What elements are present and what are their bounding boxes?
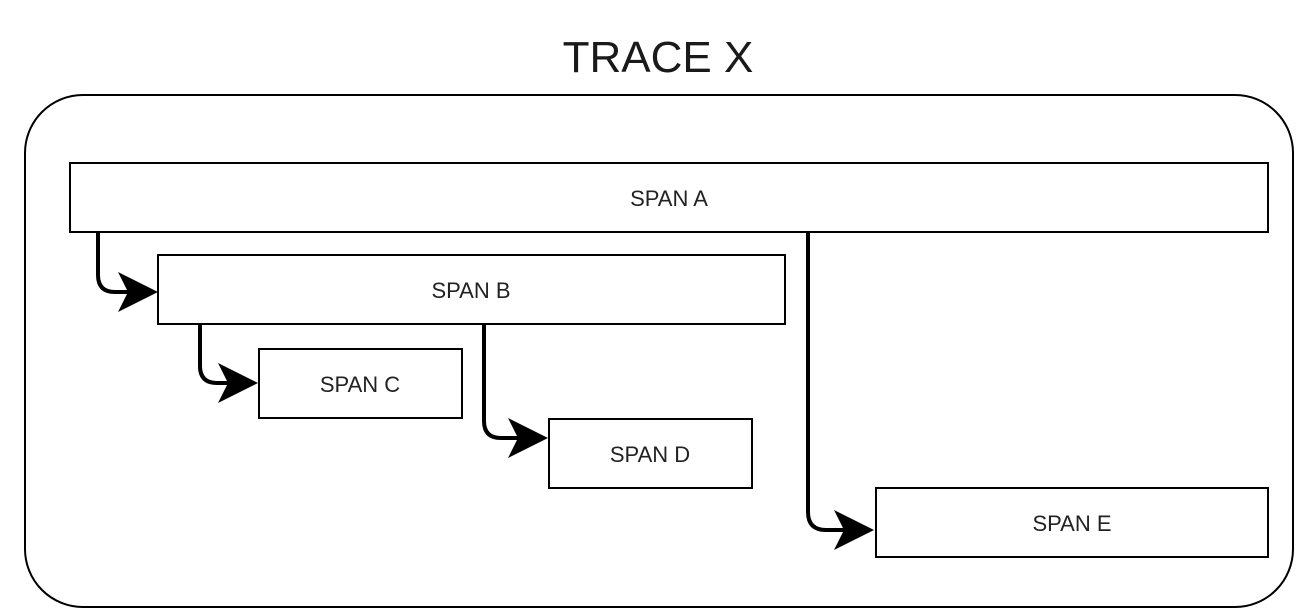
span-b-label: SPAN B xyxy=(431,278,510,303)
span-d-label: SPAN D xyxy=(610,442,690,467)
edge-a-to-e xyxy=(806,232,874,550)
trace-title: TRACE X xyxy=(563,33,754,82)
span-e-label: SPAN E xyxy=(1032,511,1111,536)
span-c-box xyxy=(258,348,463,419)
span-e-box xyxy=(875,487,1269,558)
span-a-label: SPAN A xyxy=(630,186,708,211)
edge-a-to-b xyxy=(96,232,158,312)
edge-b-to-c xyxy=(198,325,258,403)
span-a-box xyxy=(69,162,1269,233)
edge-b-to-d xyxy=(482,325,548,458)
span-d-box xyxy=(548,418,753,489)
span-b-box xyxy=(157,254,786,325)
span-c-label: SPAN C xyxy=(320,372,400,397)
